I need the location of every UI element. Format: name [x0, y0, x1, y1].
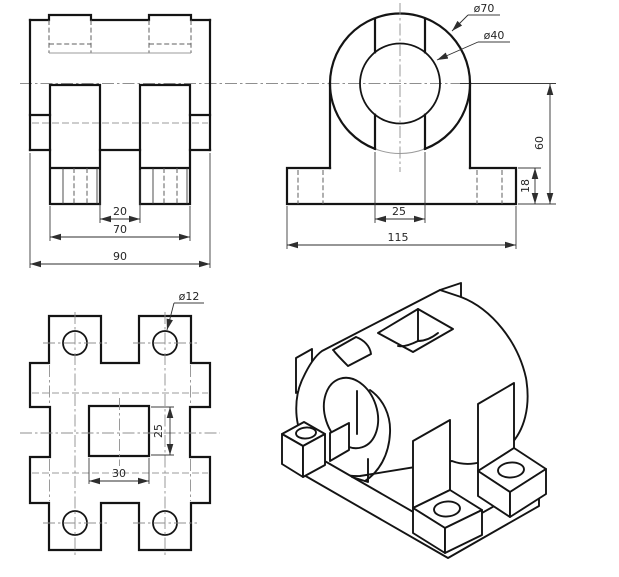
iso-bore-ellipse — [322, 376, 380, 450]
iso-near-left-leg — [329, 422, 350, 462]
leader-line-id — [436, 41, 479, 61]
iso-ring-fragment — [364, 389, 391, 482]
front-view: 25 115 18 60 ø70 ø40 — [285, 2, 556, 249]
leader-line-hole — [166, 302, 175, 331]
front-slot-extensions — [374, 152, 426, 223]
dim-text-25-front: 25 — [392, 205, 406, 218]
iso-cylinder-body — [295, 282, 529, 477]
dim-text-70: 70 — [113, 223, 127, 236]
label-hole-diameter: ø12 — [179, 290, 200, 303]
front-bore-circle — [359, 42, 441, 125]
iso-ring-top-cut — [332, 336, 372, 367]
leader-line-od — [451, 14, 469, 32]
front-base-hole-hidden — [297, 170, 503, 204]
iso-far-right-lug-side — [509, 468, 547, 518]
side-outer-edges — [28, 18, 212, 152]
top-extension-lines — [88, 406, 174, 484]
side-view: 20 70 90 — [28, 13, 212, 268]
dim-text-20: 20 — [113, 205, 127, 218]
iso-top-slot-floor — [397, 308, 439, 348]
front-slot-edges — [373, 17, 427, 150]
top-view: 30 25 ø12 — [20, 290, 220, 556]
top-outline — [28, 314, 212, 552]
front-base — [285, 166, 518, 206]
dim-text-18: 18 — [519, 179, 532, 193]
dim-text-115: 115 — [388, 231, 409, 244]
iso-far-notch-edge — [439, 289, 462, 298]
isometric-view — [281, 282, 547, 559]
dim-text-30: 30 — [112, 467, 126, 480]
top-bore-hidden-lines — [32, 392, 208, 474]
side-extension-lines — [29, 153, 211, 268]
iso-near-right-lug-hole — [433, 500, 461, 518]
side-lug-edges — [62, 168, 188, 204]
label-bore-diameter: ø40 — [484, 29, 505, 42]
side-right-leg — [138, 83, 192, 206]
iso-ring-fragment-cut — [351, 458, 369, 483]
label-outer-diameter: ø70 — [474, 2, 495, 15]
front-support-edges — [328, 82, 472, 170]
top-hole-horizontal-center-lines — [43, 342, 197, 524]
dim-text-60: 60 — [533, 136, 546, 150]
side-top-profile — [28, 13, 212, 22]
dim-text-90: 90 — [113, 250, 127, 263]
top-slot-rect — [87, 404, 151, 458]
front-extension-lines — [286, 167, 556, 249]
side-left-leg — [48, 83, 102, 206]
side-lug-hole-hidden — [73, 168, 178, 204]
iso-left-lug-side — [302, 433, 326, 478]
dim-text-25-top: 25 — [152, 424, 165, 438]
iso-left-lug-hole — [295, 426, 317, 440]
top-notch-hidden-lines — [49, 365, 191, 501]
iso-near-right-lug-side — [444, 509, 483, 554]
iso-far-right-lug-hole — [497, 461, 525, 479]
side-tab-hidden-verticals — [48, 20, 192, 53]
